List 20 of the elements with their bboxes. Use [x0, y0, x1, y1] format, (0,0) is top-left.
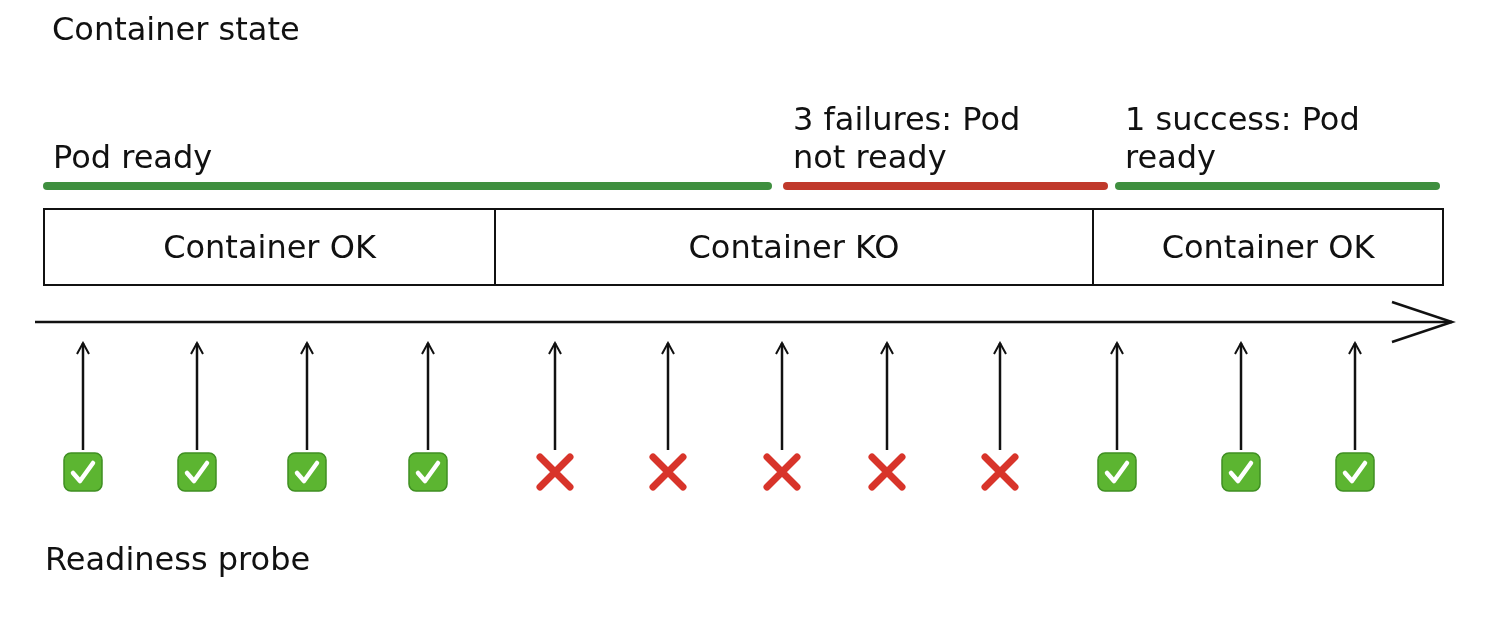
arrow [775, 342, 789, 450]
arrow [1348, 342, 1362, 450]
arrow [76, 342, 90, 450]
arrow [661, 342, 675, 450]
heading: Container state [52, 10, 300, 48]
arrow [190, 342, 204, 450]
status-label: Pod ready [53, 138, 214, 176]
status-label: 1 success: Pod ready [1125, 100, 1361, 176]
arrow [1110, 342, 1124, 450]
arrow [421, 342, 435, 450]
state-box: Container KO [494, 208, 1094, 286]
state-box: Container OK [1092, 208, 1444, 286]
state-box: Container OK [43, 208, 496, 286]
arrow [300, 342, 314, 450]
arrow [880, 342, 894, 450]
arrow [548, 342, 562, 450]
arrow [993, 342, 1007, 450]
row-label: Readiness probe [45, 540, 311, 578]
status-label: 3 failures: Pod not ready [793, 100, 1022, 176]
arrow [1234, 342, 1248, 450]
